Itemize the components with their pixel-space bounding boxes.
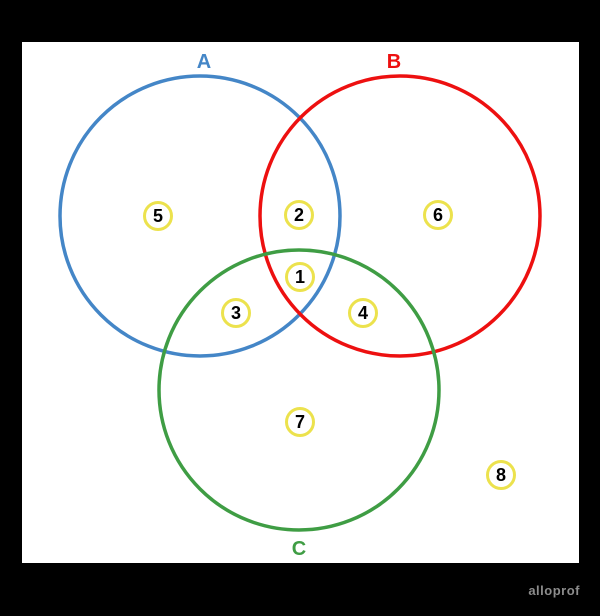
point-badge-4: 4 bbox=[348, 298, 378, 328]
point-badge-1: 1 bbox=[285, 262, 315, 292]
venn-circles: A B C bbox=[58, 51, 542, 560]
set-b-label: B bbox=[387, 51, 401, 73]
point-badge-2: 2 bbox=[284, 200, 314, 230]
point-badge-7: 7 bbox=[285, 407, 315, 437]
set-c-circle bbox=[157, 248, 441, 532]
point-badge-6: 6 bbox=[423, 200, 453, 230]
set-c-label: C bbox=[292, 538, 306, 560]
point-badge-5: 5 bbox=[143, 201, 173, 231]
set-b-circle bbox=[258, 74, 542, 358]
point-badge-3: 3 bbox=[221, 298, 251, 328]
venn-diagram-canvas: A B C 1 2 3 4 5 6 7 8 bbox=[22, 42, 579, 563]
set-a-circle bbox=[58, 74, 342, 358]
alloprof-watermark: alloprof bbox=[528, 583, 580, 598]
set-a-label: A bbox=[197, 51, 211, 73]
point-badge-8: 8 bbox=[486, 460, 516, 490]
